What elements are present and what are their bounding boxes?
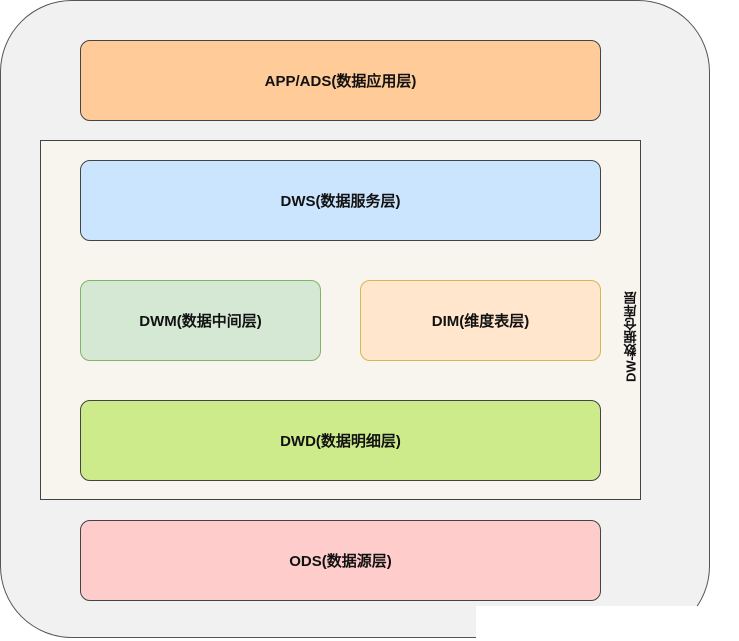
corner-cutout <box>476 606 739 641</box>
ads-layer-label: APP/ADS(数据应用层) <box>264 73 417 90</box>
dim-layer-label: DIM(维度表层) <box>431 313 530 330</box>
dim-layer-box: DIM(维度表层) <box>360 280 601 361</box>
dwd-layer-box: DWD(数据明细层) <box>80 400 601 481</box>
ods-layer-box: ODS(数据源层) <box>80 520 601 601</box>
dws-layer-box: DWS(数据服务层) <box>80 160 601 241</box>
dwm-layer-box: DWM(数据中间层) <box>80 280 321 361</box>
dws-layer-label: DWS(数据服务层) <box>280 193 401 210</box>
ads-layer-box: APP/ADS(数据应用层) <box>80 40 601 121</box>
dw-group-label: DW-数据仓库层 <box>623 291 639 383</box>
dwm-layer-label: DWM(数据中间层) <box>139 313 262 330</box>
dwd-layer-label: DWD(数据明细层) <box>280 433 401 450</box>
ods-layer-label: ODS(数据源层) <box>289 553 392 570</box>
